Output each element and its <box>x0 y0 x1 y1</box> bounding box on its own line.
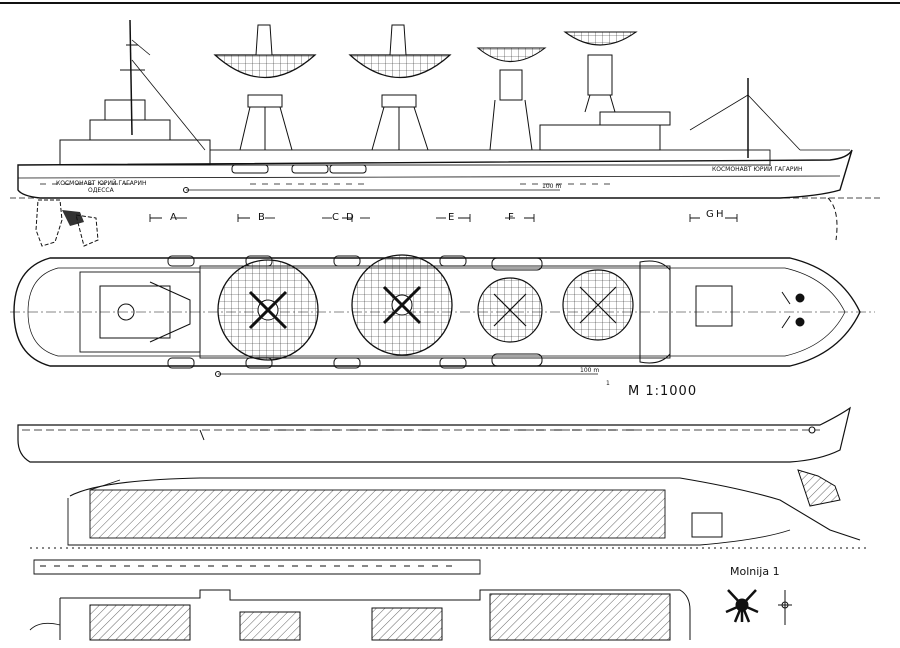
antenna-dish-2-plan <box>351 254 453 356</box>
deck-plan-upper <box>30 469 870 549</box>
section-label-f: F <box>508 212 514 223</box>
scale-bar-label-plan: 100 m <box>580 367 600 374</box>
antenna-dish-1-side <box>213 24 317 151</box>
antenna-dish-3-side <box>476 47 547 151</box>
molnija-satellite <box>725 589 792 625</box>
hull-side <box>17 149 853 199</box>
small-mark: 1 <box>606 380 610 387</box>
scale-bar-label-side: 100 m <box>542 183 562 190</box>
scale-label: M 1:1000 <box>628 384 698 399</box>
bulbous-bow <box>827 197 838 241</box>
bow-name: КОСМОНАВТ ЮРИЙ ГАГАРИН <box>712 166 803 173</box>
section-label-e: E <box>448 212 455 223</box>
section-label-a: A <box>170 212 177 223</box>
antenna-dish-4-plan <box>562 269 634 341</box>
section-label-c: C <box>332 212 339 223</box>
section-label-h: H <box>716 209 724 220</box>
antenna-dish-2-side <box>348 24 452 151</box>
plan-view <box>10 254 875 377</box>
section-label-g: G <box>706 209 714 220</box>
profile-section <box>17 406 851 463</box>
rudder <box>35 199 63 247</box>
section-label-d: D <box>346 212 354 223</box>
stern-name: КОСМОНАВТ ЮРИЙ ГАГАРИН <box>56 180 147 187</box>
antenna-dish-1-plan <box>217 259 319 361</box>
deck-plan-lower <box>29 559 691 641</box>
antenna-dish-4-side <box>563 31 638 113</box>
antenna-dish-3-plan <box>477 277 543 343</box>
section-markers <box>149 214 738 222</box>
hull-plan <box>13 257 861 367</box>
inset-title: Molnija 1 <box>730 565 780 578</box>
side-elevation <box>10 19 880 247</box>
stern-port: ОДЕССА <box>88 187 114 194</box>
section-label-b: B <box>258 212 265 223</box>
